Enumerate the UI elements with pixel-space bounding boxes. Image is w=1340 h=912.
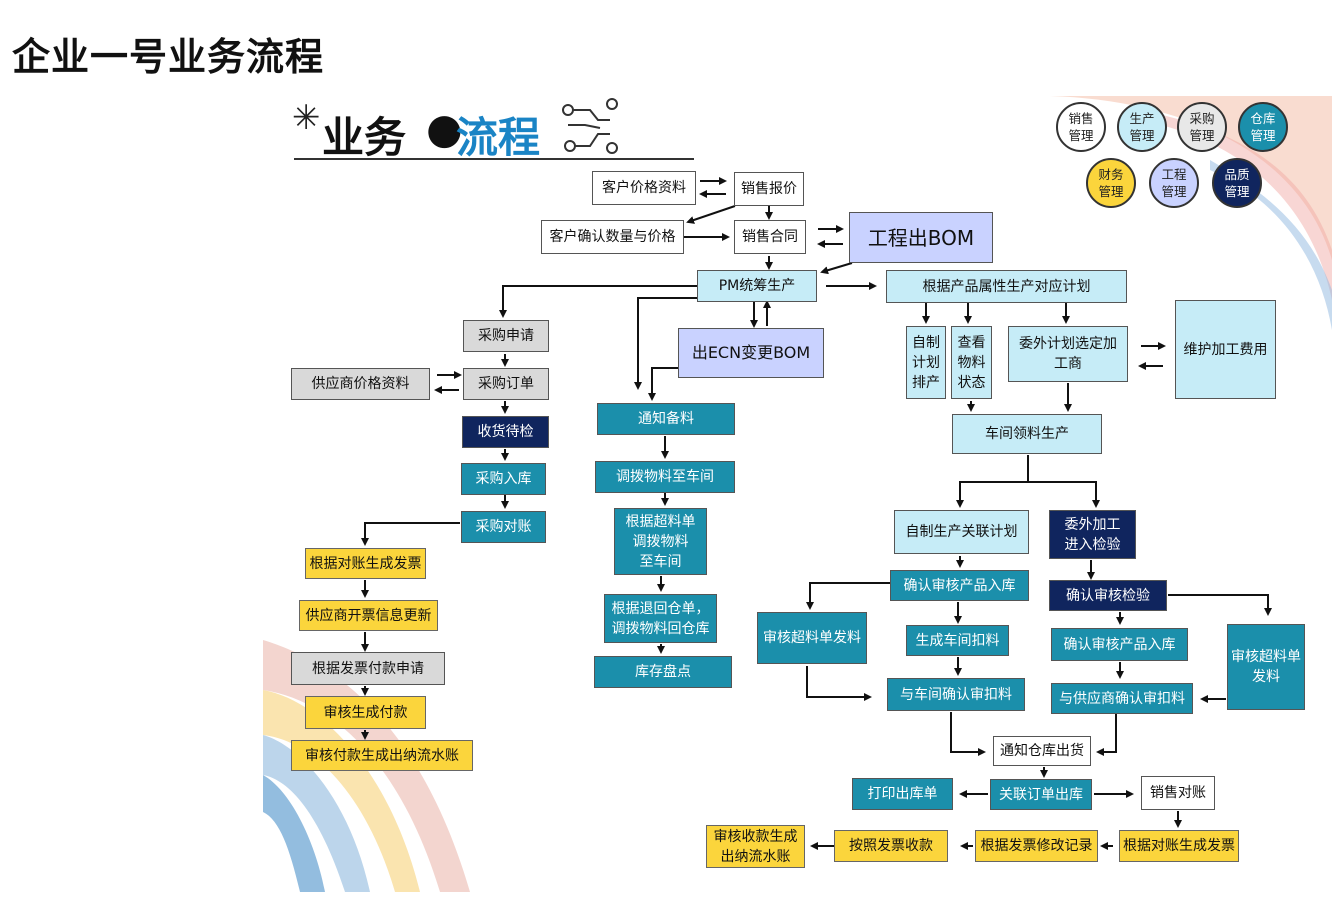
node-confirm-inspect: 确认审核检验	[1049, 580, 1167, 611]
node-payment-journal: 审核付款生成出纳流水账	[291, 740, 473, 771]
node-link-order-outbound: 关联订单出库	[990, 779, 1092, 810]
node-over-issue-left: 审核超料单发料	[757, 612, 867, 664]
node-receive-inspect: 收货待检	[462, 416, 549, 448]
logo-dot: ●	[426, 104, 463, 153]
node-workshop-production: 车间领料生产	[952, 414, 1102, 454]
node-customer-confirm: 客户确认数量与价格	[541, 220, 684, 254]
node-gen-invoice-sales: 根据对账生成发票	[1119, 830, 1239, 862]
node-outsource-select: 委外计划选定加 工商	[1008, 326, 1128, 382]
node-notify-shipment: 通知仓库出货	[993, 736, 1091, 766]
circuit-icon	[562, 98, 618, 154]
node-customer-price: 客户价格资料	[592, 171, 696, 205]
node-sales-contract: 销售合同	[734, 220, 806, 254]
node-ecn-bom: 出ECN变更BOM	[678, 328, 824, 378]
node-stock-count: 库存盘点	[594, 656, 732, 688]
node-gen-invoice-purchase: 根据对账生成发票	[305, 548, 426, 579]
node-transfer-material: 调拨物料至车间	[595, 461, 735, 493]
star-icon: ✳	[292, 98, 321, 138]
page-title: 企业一号业务流程	[12, 35, 325, 79]
legend-warehouse: 仓库 管理	[1238, 102, 1288, 152]
node-collect-by-invoice: 按照发票收款	[834, 830, 948, 862]
node-workshop-deduct: 与车间确认审扣料	[887, 678, 1025, 711]
node-payment-request: 根据发票付款申请	[291, 652, 445, 685]
node-supplier-deduct: 与供应商确认审扣料	[1051, 683, 1193, 714]
flow-logo: ✳ 业务 ● 流程	[290, 96, 700, 162]
node-purchase-request: 采购申请	[463, 320, 549, 352]
legend-quality: 品质 管理	[1212, 158, 1262, 208]
legend-production: 生产 管理	[1117, 102, 1167, 152]
legend-sales: 销售 管理	[1056, 102, 1106, 152]
node-purchase-reconcile: 采购对账	[461, 511, 546, 543]
node-sales-reconcile: 销售对账	[1141, 776, 1215, 810]
node-confirm-instock-self: 确认审核产品入库	[890, 570, 1029, 601]
node-invoice-modify: 根据发票修改记录	[975, 830, 1098, 862]
node-generate-deduct: 生成车间扣料	[906, 625, 1009, 656]
node-plan-by-attribute: 根据产品属性生产对应计划	[886, 270, 1127, 303]
node-receipt-journal: 审核收款生成 出纳流水账	[706, 825, 805, 868]
node-check-material: 查看 物料 状态	[951, 326, 992, 399]
node-over-transfer: 根据超料单 调拨物料 至车间	[614, 508, 707, 575]
legend-engineering: 工程 管理	[1149, 158, 1199, 208]
node-engineering-bom: 工程出BOM	[849, 212, 993, 263]
logo-underline	[294, 158, 694, 160]
node-sales-quote: 销售报价	[734, 172, 804, 206]
logo-text-black: 业务	[322, 113, 407, 162]
node-self-schedule: 自制 计划 排产	[906, 326, 946, 399]
node-self-plan: 自制生产关联计划	[894, 510, 1029, 554]
node-maintain-cost: 维护加工费用	[1175, 300, 1276, 399]
node-generate-payment: 审核生成付款	[305, 696, 426, 729]
node-supplier-invoice-update: 供应商开票信息更新	[299, 600, 438, 631]
node-supplier-price: 供应商价格资料	[291, 368, 430, 400]
node-confirm-instock-outsource: 确认审核产品入库	[1051, 628, 1188, 661]
logo-text-blue: 流程	[456, 113, 541, 162]
node-pm-production: PM统筹生产	[697, 270, 817, 302]
legend-purchase: 采购 管理	[1177, 102, 1227, 152]
node-over-issue-right: 审核超料单 发料	[1227, 624, 1305, 710]
node-return-transfer: 根据退回仓单， 调拨物料回仓库	[604, 594, 717, 643]
legend-finance: 财务 管理	[1086, 158, 1136, 208]
node-print-outbound: 打印出库单	[852, 778, 953, 810]
node-notify-prep: 通知备料	[597, 403, 735, 435]
node-purchase-order: 采购订单	[463, 368, 549, 400]
node-purchase-instock: 采购入库	[461, 463, 546, 495]
node-outsource-inspect: 委外加工 进入检验	[1049, 510, 1136, 559]
